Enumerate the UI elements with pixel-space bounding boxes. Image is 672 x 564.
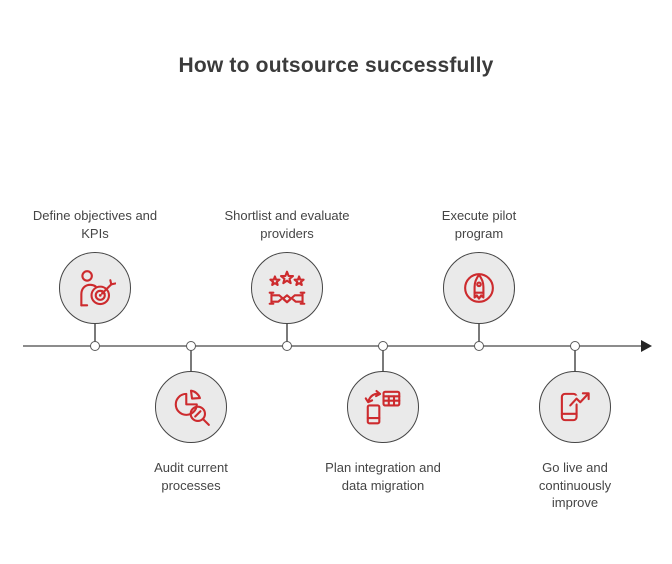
step-node-go-live	[539, 371, 611, 443]
step-node-shortlist-providers	[251, 252, 323, 324]
page-title: How to outsource successfully	[178, 54, 494, 77]
timeline-node-dot	[474, 341, 484, 351]
person-target-icon	[74, 267, 116, 309]
timeline-node-dot	[282, 341, 292, 351]
device-data-migration-icon	[362, 386, 404, 428]
timeline-node-dot	[570, 341, 580, 351]
step-label-audit-processes: Audit current processes	[154, 460, 228, 493]
connector-stub	[574, 347, 576, 371]
step-label-plan-integration: Plan integration and data migration	[325, 460, 441, 493]
step-node-execute-pilot	[443, 252, 515, 324]
step-node-audit-processes	[155, 371, 227, 443]
pie-chart-magnifier-icon	[170, 386, 212, 428]
timeline-axis	[23, 345, 643, 347]
connector-stub	[190, 347, 192, 371]
rocket-icon	[458, 267, 500, 309]
connector-stub	[286, 323, 288, 345]
connector-stub	[478, 323, 480, 345]
step-node-plan-integration	[347, 371, 419, 443]
phone-growth-arrow-icon	[554, 386, 596, 428]
timeline-arrowhead-icon	[641, 340, 652, 352]
step-node-define-objectives	[59, 252, 131, 324]
step-label-shortlist-providers: Shortlist and evaluate providers	[224, 208, 350, 241]
step-label-execute-pilot: Execute pilot program	[441, 208, 517, 241]
timeline-node-dot	[90, 341, 100, 351]
connector-stub	[382, 347, 384, 371]
stars-handshake-icon	[266, 267, 308, 309]
timeline-node-dot	[378, 341, 388, 351]
connector-stub	[94, 323, 96, 345]
step-label-define-objectives: Define objectives and KPIs	[32, 208, 158, 241]
timeline-node-dot	[186, 341, 196, 351]
step-label-go-live: Go live and continuously improve	[538, 460, 612, 510]
